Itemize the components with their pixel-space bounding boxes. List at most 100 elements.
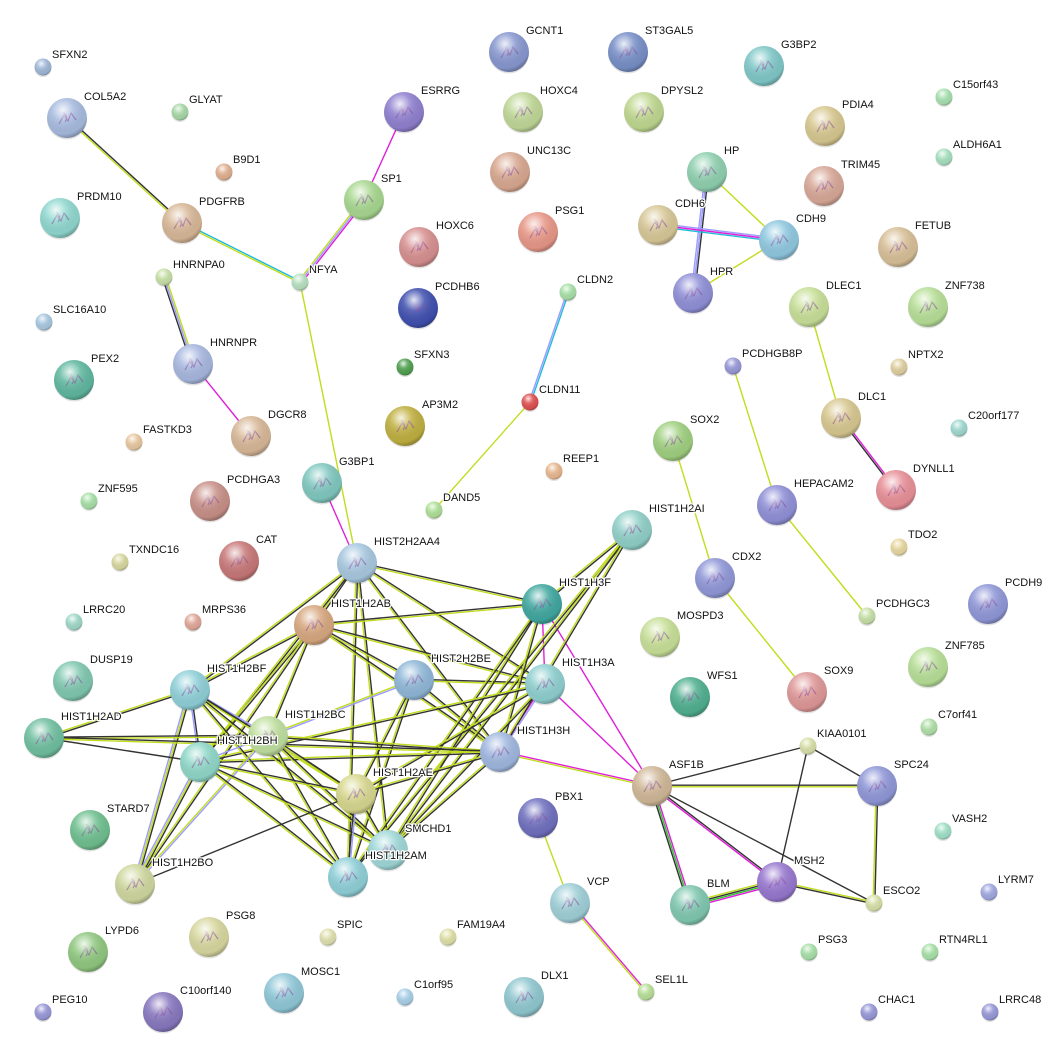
node-cdh6[interactable]: CDH6 xyxy=(638,197,706,247)
node-prdm10[interactable]: PRDM10 xyxy=(40,190,123,240)
node-pdia4[interactable]: PDIA4 xyxy=(805,98,875,148)
node-tdo2[interactable]: TDO2 xyxy=(890,528,939,557)
node-dlec1[interactable]: DLEC1 xyxy=(789,279,863,329)
node-cldn2[interactable]: CLDN2 xyxy=(559,273,614,302)
node-hp[interactable]: HP xyxy=(687,144,741,194)
node-fastkd3[interactable]: FASTKD3 xyxy=(125,423,193,452)
node-glyat[interactable]: GLYAT xyxy=(171,93,224,122)
node-hepacam2[interactable]: HEPACAM2 xyxy=(757,477,855,527)
node-hist1h3a[interactable]: HIST1H3A xyxy=(525,656,616,706)
node-msh2[interactable]: MSH2 xyxy=(757,854,826,904)
node-lypd6[interactable]: LYPD6 xyxy=(68,924,140,974)
node-pex2[interactable]: PEX2 xyxy=(54,352,120,402)
node-hoxc6[interactable]: HOXC6 xyxy=(399,219,475,269)
node-lrrc48[interactable]: LRRC48 xyxy=(981,993,1042,1022)
node-znf595[interactable]: ZNF595 xyxy=(80,482,139,511)
node-mospd3[interactable]: MOSPD3 xyxy=(640,609,725,659)
node-pdgfrb[interactable]: PDGFRB xyxy=(162,195,246,245)
node-hoxc4[interactable]: HOXC4 xyxy=(503,84,579,134)
node-znf785[interactable]: ZNF785 xyxy=(908,639,986,689)
node-esco2[interactable]: ESCO2 xyxy=(865,884,922,913)
node-pbx1[interactable]: PBX1 xyxy=(518,790,584,840)
node-fam19a4[interactable]: FAM19A4 xyxy=(439,918,507,947)
node-dpysl2[interactable]: DPYSL2 xyxy=(624,84,704,134)
node-hist1h2ab[interactable]: HIST1H2AB xyxy=(294,597,392,647)
node-hist1h2am[interactable]: HIST1H2AM xyxy=(328,849,428,899)
node-pcdhb6[interactable]: PCDHB6 xyxy=(398,280,481,330)
node-hist1h2bo[interactable]: HIST1H2BO xyxy=(115,856,215,906)
node-sox2[interactable]: SOX2 xyxy=(653,413,721,463)
node-trim45[interactable]: TRIM45 xyxy=(804,158,881,208)
node-stard7[interactable]: STARD7 xyxy=(70,802,151,852)
node-txndc16[interactable]: TXNDC16 xyxy=(111,543,180,572)
node-pcdhgb8p[interactable]: PCDHGB8P xyxy=(724,347,804,376)
node-znf738[interactable]: ZNF738 xyxy=(908,279,986,329)
node-dgcr8[interactable]: DGCR8 xyxy=(231,408,308,458)
node-sox9[interactable]: SOX9 xyxy=(787,664,855,714)
node-slc16a10[interactable]: SLC16A10 xyxy=(35,303,107,332)
node-hist2h2aa4[interactable]: HIST2H2AA4 xyxy=(337,535,441,585)
node-hist1h3h[interactable]: HIST1H3H xyxy=(480,724,571,774)
node-psg8[interactable]: PSG8 xyxy=(189,909,257,959)
node-cldn11[interactable]: CLDN11 xyxy=(521,383,582,412)
node-aldh6a1[interactable]: ALDH6A1 xyxy=(935,138,1003,167)
node-hnrnpr[interactable]: HNRNPR xyxy=(173,336,258,386)
node-psg3[interactable]: PSG3 xyxy=(800,933,849,962)
node-cat[interactable]: CAT xyxy=(219,533,279,583)
node-c10orf140[interactable]: C10orf140 xyxy=(143,984,233,1034)
node-sfxn3[interactable]: SFXN3 xyxy=(396,348,451,377)
node-col5a2[interactable]: COL5A2 xyxy=(47,90,127,140)
node-fetub[interactable]: FETUB xyxy=(878,219,952,269)
node-psg1[interactable]: PSG1 xyxy=(518,204,586,254)
node-esrrg[interactable]: ESRRG xyxy=(384,84,461,134)
node-g3bp1[interactable]: G3BP1 xyxy=(302,455,376,505)
node-lyrm7[interactable]: LYRM7 xyxy=(980,873,1035,902)
node-asf1b[interactable]: ASF1B xyxy=(632,758,705,808)
node-pcdhgc3[interactable]: PCDHGC3 xyxy=(858,597,931,626)
node-sel1l[interactable]: SEL1L xyxy=(637,973,689,1002)
node-dusp19[interactable]: DUSP19 xyxy=(53,653,134,703)
node-nfya[interactable]: NFYA xyxy=(291,263,339,292)
node-blm[interactable]: BLM xyxy=(670,877,731,927)
node-gcnt1[interactable]: GCNT1 xyxy=(489,24,565,74)
node-sfxn2[interactable]: SFXN2 xyxy=(34,48,89,77)
node-hist1h2bc[interactable]: HIST1H2BC xyxy=(248,708,347,758)
node-hist1h3f[interactable]: HIST1H3F xyxy=(522,576,612,626)
node-dynll1[interactable]: DYNLL1 xyxy=(876,462,956,512)
node-reep1[interactable]: REEP1 xyxy=(545,452,600,481)
node-chac1[interactable]: CHAC1 xyxy=(860,993,917,1022)
node-hpr[interactable]: HPR xyxy=(673,265,735,315)
node-c1orf95[interactable]: C1orf95 xyxy=(396,978,454,1007)
node-wfs1[interactable]: WFS1 xyxy=(670,669,739,719)
node-spc24[interactable]: SPC24 xyxy=(857,758,930,808)
node-dand5[interactable]: DAND5 xyxy=(425,491,482,520)
node-c15orf43[interactable]: C15orf43 xyxy=(935,78,1000,107)
node-dlx1[interactable]: DLX1 xyxy=(504,969,570,1019)
node-dlc1[interactable]: DLC1 xyxy=(821,390,887,440)
node-hist1h2bh[interactable]: HIST1H2BH xyxy=(180,734,279,784)
node-pcdhga3[interactable]: PCDHGA3 xyxy=(190,473,281,523)
node-g3bp2[interactable]: G3BP2 xyxy=(744,38,818,88)
node-cdh9[interactable]: CDH9 xyxy=(759,212,827,262)
node-c7orf41[interactable]: C7orf41 xyxy=(920,708,978,737)
node-c20orf177[interactable]: C20orf177 xyxy=(950,409,1021,438)
node-hist1h2ai[interactable]: HIST1H2AI xyxy=(612,502,706,552)
node-peg10[interactable]: PEG10 xyxy=(34,993,89,1022)
node-hist1h2ad[interactable]: HIST1H2AD xyxy=(24,710,123,760)
node-hist1h2bf[interactable]: HIST1H2BF xyxy=(170,662,268,712)
node-cdx2[interactable]: CDX2 xyxy=(695,550,763,600)
node-vash2[interactable]: VASH2 xyxy=(934,812,989,841)
node-rtn4rl1[interactable]: RTN4RL1 xyxy=(921,933,989,962)
node-ap3m2[interactable]: AP3M2 xyxy=(385,398,459,448)
node-kiaa0101[interactable]: KIAA0101 xyxy=(799,727,868,756)
node-lrrc20[interactable]: LRRC20 xyxy=(65,603,126,632)
node-hist2h2be[interactable]: HIST2H2BE xyxy=(394,652,492,702)
node-smchd1[interactable]: SMCHD1 xyxy=(368,822,453,872)
node-mosc1[interactable]: MOSC1 xyxy=(264,965,341,1015)
node-b9d1[interactable]: B9D1 xyxy=(215,153,262,182)
node-mrps36[interactable]: MRPS36 xyxy=(184,603,247,632)
node-vcp[interactable]: VCP xyxy=(550,875,611,925)
node-hist1h2ae[interactable]: HIST1H2AE xyxy=(336,766,434,816)
node-sp1[interactable]: SP1 xyxy=(344,172,403,222)
node-unc13c[interactable]: UNC13C xyxy=(490,144,572,194)
